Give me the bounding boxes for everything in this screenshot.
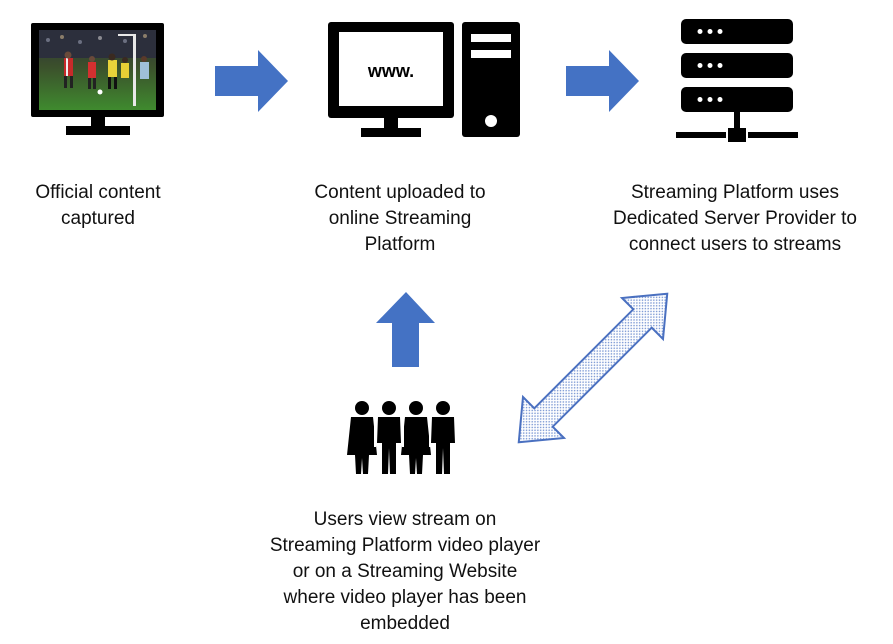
dedicated-server-caption: Streaming Platform uses Dedicated Server… — [613, 182, 857, 255]
user-figure-icon — [377, 401, 401, 474]
double-arrow-icon — [517, 292, 669, 444]
server-rack-icon — [676, 19, 798, 142]
monitor-with-football-match-icon — [31, 23, 164, 135]
content-captured-caption: Official content captured — [35, 182, 161, 229]
users-view-stream-caption: Users view stream on Streaming Platform … — [269, 509, 541, 634]
desktop-computer-icon: www. — [328, 22, 520, 137]
group-of-users-icon — [347, 401, 455, 474]
arrow-right-icon — [215, 50, 288, 112]
screen-www-text: www. — [367, 61, 414, 81]
content-uploaded-caption: Content uploaded to online Streaming Pla… — [314, 182, 486, 255]
user-figure-icon — [347, 401, 377, 474]
user-figure-icon — [401, 401, 431, 474]
arrow-right-icon — [566, 50, 639, 112]
arrow-up-icon — [376, 292, 435, 367]
user-figure-icon — [431, 401, 455, 474]
